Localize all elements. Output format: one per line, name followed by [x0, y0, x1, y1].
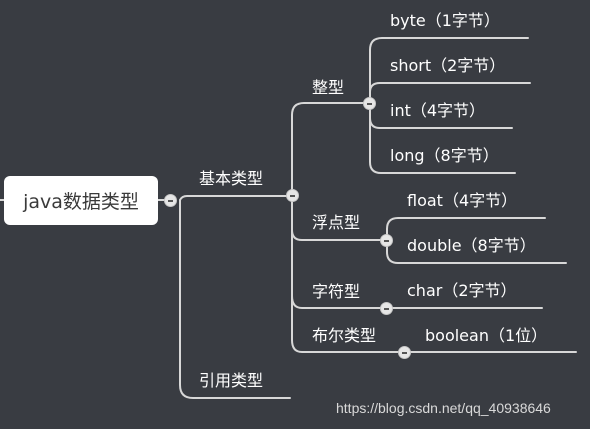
reference-branch-line	[179, 199, 291, 399]
short-leaf-line	[369, 82, 531, 104]
basic-type-node[interactable]: 基本类型	[199, 169, 264, 188]
double-leaf-node[interactable]: double（8字节）	[407, 236, 536, 255]
root-node-label: java数据类型	[23, 191, 139, 213]
char-collapse-icon[interactable]	[380, 302, 393, 315]
integer-type-node[interactable]: 整型	[312, 78, 345, 97]
float-leaf-line	[386, 217, 546, 241]
char-leaf-node[interactable]: char（2字节）	[407, 281, 517, 300]
float-collapse-icon[interactable]	[380, 234, 393, 247]
boolean-branch-line	[291, 195, 404, 353]
long-leaf-node[interactable]: long（8字节）	[390, 146, 499, 165]
double-leaf-line	[386, 239, 567, 264]
basic-branch-line	[179, 195, 291, 201]
boolean-leaf-node[interactable]: boolean（1位）	[425, 326, 548, 345]
byte-leaf-node[interactable]: byte（1字节）	[390, 11, 500, 30]
integer-branch-line	[291, 102, 369, 197]
root-node-java-data-types[interactable]: java数据类型	[4, 176, 158, 225]
int-leaf-node[interactable]: int（4字节）	[390, 101, 486, 120]
integer-collapse-icon[interactable]	[363, 97, 376, 110]
root-collapse-icon[interactable]	[164, 194, 177, 207]
byte-leaf-line	[369, 37, 529, 104]
char-type-node[interactable]: 字符型	[312, 282, 361, 301]
float-type-node[interactable]: 浮点型	[312, 213, 361, 232]
watermark-url: https://blog.csdn.net/qq_40938646	[336, 400, 551, 416]
short-leaf-node[interactable]: short（2字节）	[390, 56, 506, 75]
basic-collapse-icon[interactable]	[286, 189, 299, 202]
reference-type-node[interactable]: 引用类型	[199, 371, 264, 390]
boolean-collapse-icon[interactable]	[398, 346, 411, 359]
boolean-type-node[interactable]: 布尔类型	[312, 326, 377, 345]
long-leaf-line	[369, 102, 516, 174]
float-leaf-node[interactable]: float（4字节）	[407, 191, 518, 210]
